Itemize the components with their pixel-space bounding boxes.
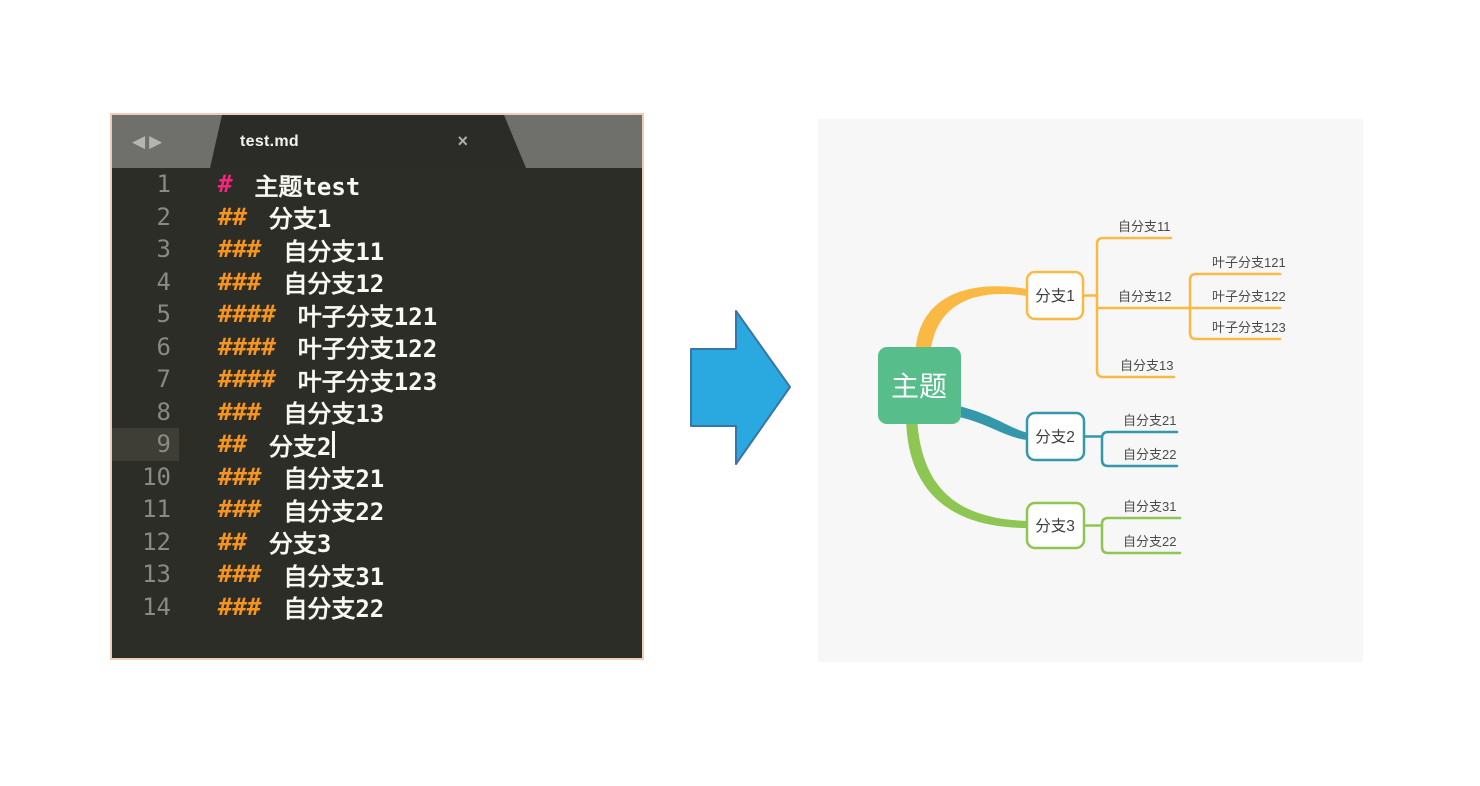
editor-tab-bar: ◀ ▶ test.md × bbox=[112, 115, 642, 168]
branch1-leaf-bracket bbox=[1188, 272, 1282, 341]
leaf-label[interactable]: 叶子分支122 bbox=[1212, 289, 1286, 304]
code-line[interactable]: 14 ### 自分支22 bbox=[112, 591, 642, 624]
tab-test-md[interactable]: test.md × bbox=[210, 115, 526, 168]
line-text: 自分支22 bbox=[283, 497, 385, 526]
mindmap-branch3-node[interactable]: 分支3 bbox=[1025, 501, 1086, 550]
heading-marker: ### bbox=[218, 397, 262, 426]
code-area[interactable]: 1 # 主题test 2 ## 分支1 3 ### 自分支11 4 ### 自分… bbox=[112, 168, 642, 623]
line-text: 自分支21 bbox=[283, 465, 385, 494]
code-line-active[interactable]: 9 ## 分支2 bbox=[112, 428, 642, 461]
leaf-label[interactable]: 叶子分支121 bbox=[1212, 255, 1286, 270]
heading-marker: ### bbox=[218, 462, 262, 491]
heading-marker: ## bbox=[218, 202, 247, 231]
line-number: 12 bbox=[142, 527, 171, 556]
mindmap-canvas[interactable]: 主题 分支1 分支2 分支3 自分支11 自分支12 叶子分支121 叶子分支1… bbox=[818, 119, 1363, 662]
leaf-label[interactable]: 自分支22 bbox=[1123, 447, 1176, 462]
code-line[interactable]: 7 #### 叶子分支123 bbox=[112, 363, 642, 396]
code-line[interactable]: 4 ### 自分支12 bbox=[112, 266, 642, 299]
mindmap-panel: 主题 分支1 分支2 分支3 自分支11 自分支12 叶子分支121 叶子分支1… bbox=[818, 119, 1363, 662]
code-line[interactable]: 12 ## 分支3 bbox=[112, 526, 642, 559]
code-line[interactable]: 13 ### 自分支31 bbox=[112, 558, 642, 591]
branch3-bracket bbox=[1100, 516, 1182, 555]
line-text: 叶子分支123 bbox=[297, 367, 438, 396]
line-text: 分支1 bbox=[268, 205, 332, 234]
code-line[interactable]: 2 ## 分支1 bbox=[112, 201, 642, 234]
line-number: 14 bbox=[142, 592, 171, 621]
root-to-branch2-connector bbox=[959, 406, 1028, 440]
code-line[interactable]: 10 ### 自分支21 bbox=[112, 461, 642, 494]
leaf-label[interactable]: 自分支12 bbox=[1118, 289, 1171, 304]
heading-marker: ## bbox=[218, 430, 247, 459]
line-number: 4 bbox=[156, 267, 171, 296]
leaf-label[interactable]: 自分支13 bbox=[1120, 358, 1173, 373]
line-text: 自分支22 bbox=[283, 595, 385, 624]
leaf-label[interactable]: 叶子分支123 bbox=[1212, 320, 1286, 335]
code-line[interactable]: 8 ### 自分支13 bbox=[112, 396, 642, 429]
root-to-branch1-connector bbox=[915, 286, 1027, 369]
heading-marker: ### bbox=[218, 267, 262, 296]
leaf-label[interactable]: 自分支11 bbox=[1118, 219, 1171, 234]
transform-arrow-icon bbox=[690, 310, 791, 465]
line-text: 叶子分支122 bbox=[297, 335, 438, 364]
line-number: 10 bbox=[142, 462, 171, 491]
line-number: 5 bbox=[156, 300, 171, 329]
line-text: 分支2 bbox=[268, 432, 332, 461]
line-number: 2 bbox=[156, 202, 171, 231]
line-text: 叶子分支121 bbox=[297, 302, 438, 331]
branch1-label: 分支1 bbox=[1035, 287, 1075, 305]
text-cursor bbox=[332, 430, 336, 458]
branch2-label: 分支2 bbox=[1035, 428, 1075, 446]
heading-marker: ### bbox=[218, 495, 262, 524]
line-text: 主题test bbox=[254, 172, 361, 201]
line-number: 8 bbox=[156, 397, 171, 426]
root-label: 主题 bbox=[891, 371, 947, 402]
nav-forward-icon[interactable]: ▶ bbox=[149, 132, 163, 151]
heading-marker: ### bbox=[218, 592, 262, 621]
heading-marker: #### bbox=[218, 300, 276, 329]
line-number: 13 bbox=[142, 560, 171, 589]
tab-title: test.md bbox=[240, 132, 299, 150]
heading-marker: # bbox=[218, 170, 233, 199]
line-number: 7 bbox=[156, 365, 171, 394]
mindmap-branch2-node[interactable]: 分支2 bbox=[1025, 411, 1086, 462]
heading-marker: ## bbox=[218, 527, 247, 556]
leaf-label[interactable]: 自分支21 bbox=[1123, 413, 1176, 428]
close-icon[interactable]: × bbox=[457, 131, 468, 151]
line-text: 分支3 bbox=[268, 530, 332, 559]
nav-back-icon[interactable]: ◀ bbox=[132, 132, 146, 151]
line-text: 自分支31 bbox=[283, 562, 385, 591]
mindmap-root-node[interactable]: 主题 bbox=[878, 347, 961, 424]
heading-marker: ### bbox=[218, 560, 262, 589]
code-line[interactable]: 3 ### 自分支11 bbox=[112, 233, 642, 266]
line-text: 自分支13 bbox=[283, 400, 385, 429]
editor-window: ◀ ▶ test.md × 1 # 主题test 2 ## 分支1 3 ### bbox=[110, 113, 644, 660]
line-number: 6 bbox=[156, 332, 171, 361]
mindmap-branch1-node[interactable]: 分支1 bbox=[1025, 270, 1085, 321]
line-number: 3 bbox=[156, 235, 171, 264]
line-number: 1 bbox=[156, 170, 171, 199]
line-text: 自分支12 bbox=[283, 270, 385, 299]
leaf-label[interactable]: 自分支22 bbox=[1123, 534, 1176, 549]
line-number: 11 bbox=[142, 495, 171, 524]
code-line[interactable]: 5 #### 叶子分支121 bbox=[112, 298, 642, 331]
line-number: 9 bbox=[112, 428, 179, 461]
code-line[interactable]: 1 # 主题test bbox=[112, 168, 642, 201]
heading-marker: ### bbox=[218, 235, 262, 264]
heading-marker: #### bbox=[218, 365, 276, 394]
branch2-bracket bbox=[1100, 430, 1179, 468]
nav-icons: ◀ ▶ bbox=[132, 115, 162, 168]
code-line[interactable]: 6 #### 叶子分支122 bbox=[112, 331, 642, 364]
branch3-label: 分支3 bbox=[1035, 517, 1075, 535]
line-text: 自分支11 bbox=[283, 237, 385, 266]
code-line[interactable]: 11 ### 自分支22 bbox=[112, 493, 642, 526]
heading-marker: #### bbox=[218, 332, 276, 361]
leaf-label[interactable]: 自分支31 bbox=[1123, 499, 1176, 514]
